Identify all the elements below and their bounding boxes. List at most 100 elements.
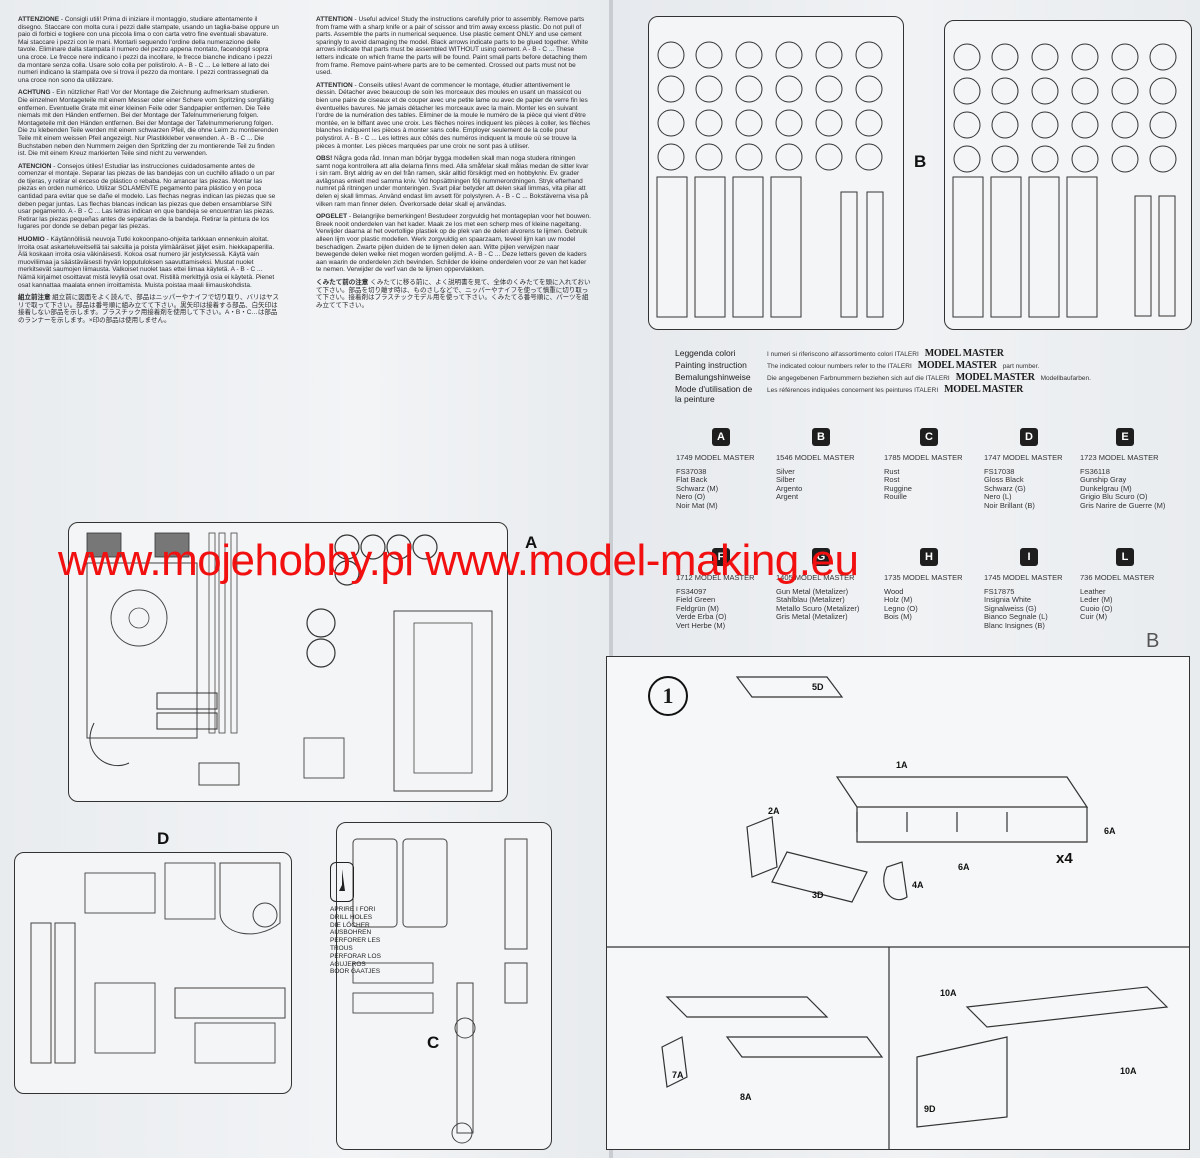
step-number: 1 (648, 676, 688, 716)
instruction-body: Några goda råd. Innan man börjar bygga m… (316, 155, 589, 208)
color-name: Grigio Blu Scuro (O) (1080, 492, 1148, 502)
color-name: Field Green (676, 595, 716, 605)
legend-title: Bemalungshinweise (675, 372, 751, 382)
color-name: Rust (884, 466, 900, 476)
legend-description: Die angegebenen Farbnummern beziehen sic… (767, 375, 950, 382)
instruction-heading: ATENCION (18, 162, 52, 170)
color-name: Noir Brillant (B) (984, 500, 1035, 510)
sprue-frame-d-drawing (30, 862, 286, 1064)
part-label: 1A (896, 760, 908, 770)
color-letter-badge: F (712, 548, 730, 566)
sprue-frame-d: D (14, 829, 292, 1094)
color-code: 736 MODEL MASTER (1080, 573, 1155, 582)
page-side-mark: B (1146, 630, 1160, 652)
instruction-paragraph: くみたて前の注意 くみたてに移る前に、よく説明書を見て、全体のくみたてを頭に入れ… (316, 279, 591, 309)
color-name: Ruggine (884, 483, 912, 493)
color-name: FS17038 (984, 466, 1015, 476)
legend-description: Les références indiquées concernent les … (767, 387, 939, 394)
color-name: Rost (884, 475, 900, 485)
color-name: Schwarz (M) (676, 483, 719, 493)
instruction-body: - Useful advice! Study the instructions … (316, 16, 589, 77)
color-code: 1749 MODEL MASTER (676, 453, 755, 462)
color-name: FS37038 (676, 466, 707, 476)
brand-logo: MODEL MASTER (924, 348, 1004, 359)
legend-title: Leggenda colori (675, 348, 736, 358)
color-name: Feldgrün (M) (676, 603, 719, 613)
frame-letter-d: D (157, 829, 170, 848)
color-letter-badge: B (812, 428, 830, 446)
assembly-step-1 (606, 656, 1190, 1150)
color-letter-badge: D (1020, 428, 1038, 446)
color-name: Metallo Scuro (Metalizer) (776, 603, 860, 613)
color-name: Stahlblau (Metalizer) (776, 595, 845, 605)
instruction-heading: ACHTUNG (18, 89, 51, 97)
brand-logo: MODEL MASTER (955, 372, 1035, 383)
instruction-heading: くみたて前の注意 (316, 279, 369, 286)
drill-note-line: DRILL HOLES (330, 913, 373, 921)
instruction-paragraph: 組立前注意 組立前に図面をよく読んで、部品はニッパーやナイフで切り取り、バリはヤ… (18, 294, 280, 324)
instructions-column-left: ATTENZIONE - Consigli utili! Prima di in… (18, 16, 280, 396)
instruction-paragraph: OPGELET - Belangrijke bemerkingen! Bestu… (316, 213, 591, 274)
color-letter-badge: A (712, 428, 730, 446)
color-name: Silver (776, 466, 795, 476)
instruction-body: くみたてに移る前に、よく説明書を見て、全体のくみたてを頭に入れておいて下さい。部… (316, 279, 591, 309)
sprue-frame-a: A (68, 522, 537, 802)
color-name: Rouille (884, 492, 907, 502)
watermark-text: www.mojehobby.pl www.model-making.eu (58, 536, 859, 585)
sprue-frame-a-drawing (86, 532, 493, 792)
legend-description: I numeri si riferiscono all'assortimento… (767, 351, 919, 358)
part-label: 7A (672, 1070, 684, 1080)
color-name: Cuir (M) (1080, 612, 1108, 622)
color-code: 1745 MODEL MASTER (984, 573, 1063, 582)
color-name: Insignia White (984, 595, 1032, 605)
part-label: 9D (924, 1104, 936, 1114)
color-name: Gris Narire de Guerre (M) (1080, 500, 1166, 510)
frame-letter-b: B (914, 152, 927, 171)
sprue-frame-b-2 (944, 20, 1192, 330)
legend-title: Painting instruction (675, 360, 747, 370)
color-name: Gunship Gray (1080, 475, 1127, 485)
part-label: 10A (940, 988, 957, 998)
drill-note-line: DIE LÖCHER AUSBOHREN (330, 921, 372, 937)
brand-logo: MODEL MASTER (944, 384, 1024, 395)
color-name: Gris Metal (Metalizer) (776, 612, 848, 622)
part-label: 5D (812, 682, 824, 692)
instructions-column-right: ATTENTION - Useful advice! Study the ins… (316, 16, 591, 396)
legend-row: Bemalungshinweise Die angegebenen Farbnum… (675, 372, 1175, 384)
color-letter-badge: E (1116, 428, 1134, 446)
instruction-body: - Conseils utiles! Avant de commencer le… (316, 81, 591, 150)
part-label: 10A (1120, 1066, 1137, 1076)
instruction-paragraph: OBS! Några goda råd. Innan man börjar by… (316, 155, 591, 208)
drill-icon (330, 862, 354, 902)
sprue-frame-c: C (336, 822, 552, 1150)
part-label: 4A (912, 880, 924, 890)
sprue-frame-b-1-drawing (656, 41, 884, 318)
instruction-heading: 組立前注意 (18, 294, 51, 302)
color-code: 1723 MODEL MASTER (1080, 453, 1159, 462)
instruction-paragraph: ATTENZIONE - Consigli utili! Prima di in… (18, 16, 280, 84)
sprue-frame-b-1 (648, 16, 904, 330)
frame-letter-a: A (525, 533, 538, 552)
color-name: Verde Erba (O) (676, 612, 727, 622)
part-label: 8A (740, 1092, 752, 1102)
brand-logo: MODEL MASTER (917, 360, 997, 371)
color-name: Flat Back (676, 475, 708, 485)
color-name: Schwarz (G) (984, 483, 1026, 493)
painting-legend: Leggenda colori I numeri si riferiscono a… (675, 348, 1175, 404)
instruction-body: - Belangrijke bemerkingen! Bestudeer zor… (316, 213, 591, 274)
color-letter-badge: C (920, 428, 938, 446)
part-label: 6A (958, 862, 970, 872)
drill-icon-glyph (339, 869, 345, 891)
color-letter-badge: H (920, 548, 938, 566)
instruction-paragraph: ATTENTION - Conseils utiles! Avant de co… (316, 82, 591, 150)
color-name: FS17875 (984, 586, 1015, 596)
part-label: 2A (768, 806, 780, 816)
color-code: 1546 MODEL MASTER (776, 453, 855, 462)
